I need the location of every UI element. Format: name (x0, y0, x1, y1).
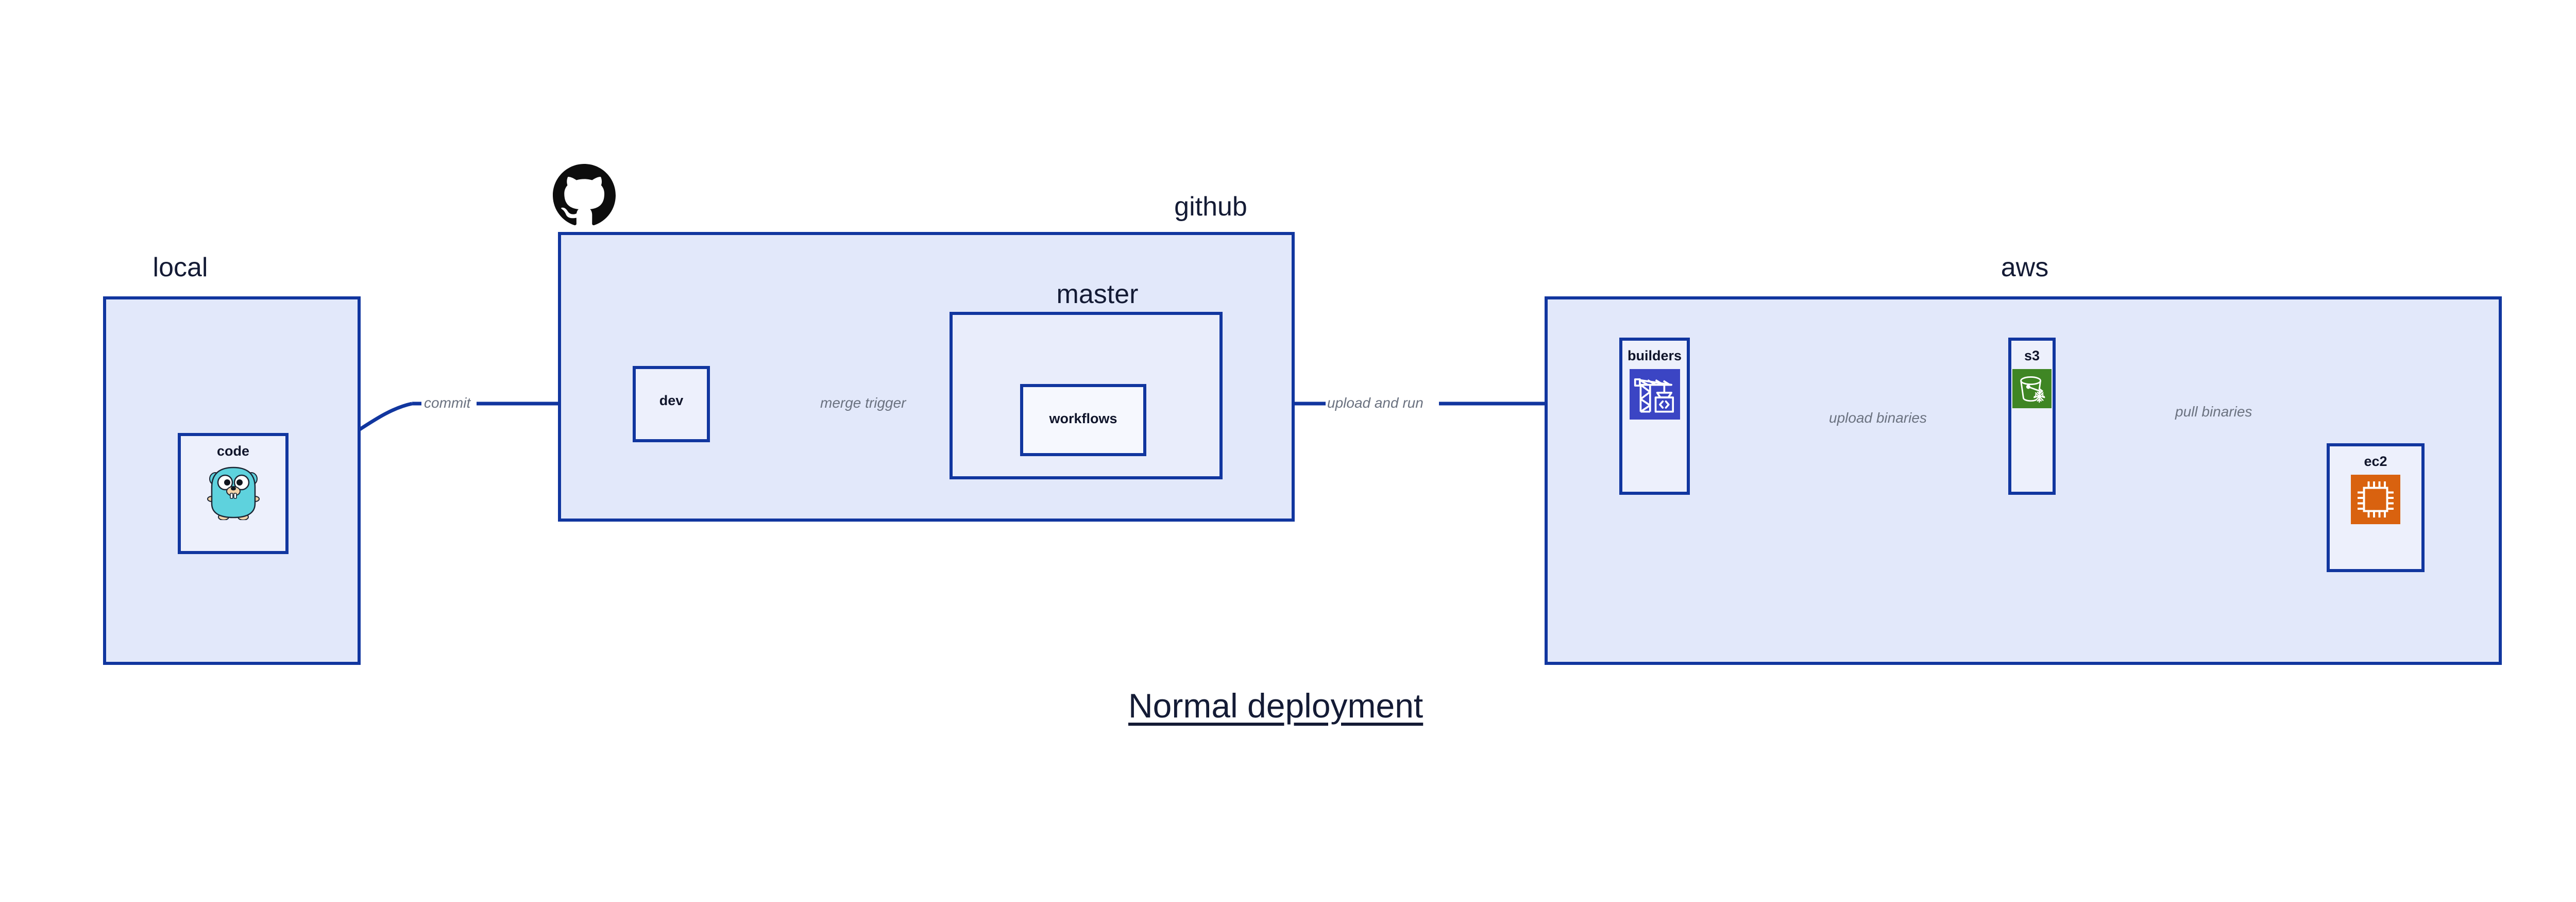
aws-s3-bucket-icon (2012, 369, 2052, 411)
node-label-builders: builders (1627, 348, 1682, 363)
aws-builders-crane-icon (1629, 369, 1680, 422)
node-label-workflows: workflows (1049, 411, 1117, 426)
group-label-aws: aws (2001, 253, 2049, 282)
node-workflows[interactable]: workflows (1020, 384, 1146, 456)
node-builders[interactable]: builders (1619, 338, 1690, 495)
group-label-master: master (1056, 279, 1139, 309)
node-dev[interactable]: dev (633, 366, 710, 442)
node-label-dev: dev (659, 393, 684, 408)
node-s3[interactable]: s3 (2008, 338, 2056, 495)
node-code[interactable]: code (178, 433, 289, 554)
diagram-title: Normal deployment (1128, 687, 1423, 725)
group-label-github: github (1174, 192, 1247, 222)
edge-label-commit: commit (424, 395, 471, 411)
edge-label-merge-trigger: merge trigger (820, 395, 906, 411)
edge-label-pull-binaries: pull binaries (2175, 404, 2252, 420)
node-ec2[interactable]: ec2 (2327, 443, 2425, 572)
aws-ec2-chip-icon (2351, 475, 2400, 527)
edge-label-upload-binaries: upload binaries (1829, 410, 1927, 426)
edge-label-upload-and-run: upload and run (1327, 395, 1423, 411)
group-label-local: local (152, 253, 208, 282)
github-octocat-logo (553, 164, 616, 227)
node-label-s3: s3 (2024, 348, 2040, 363)
node-label-code: code (216, 443, 250, 459)
go-gopher-icon (207, 464, 260, 523)
node-label-ec2: ec2 (2364, 454, 2387, 469)
